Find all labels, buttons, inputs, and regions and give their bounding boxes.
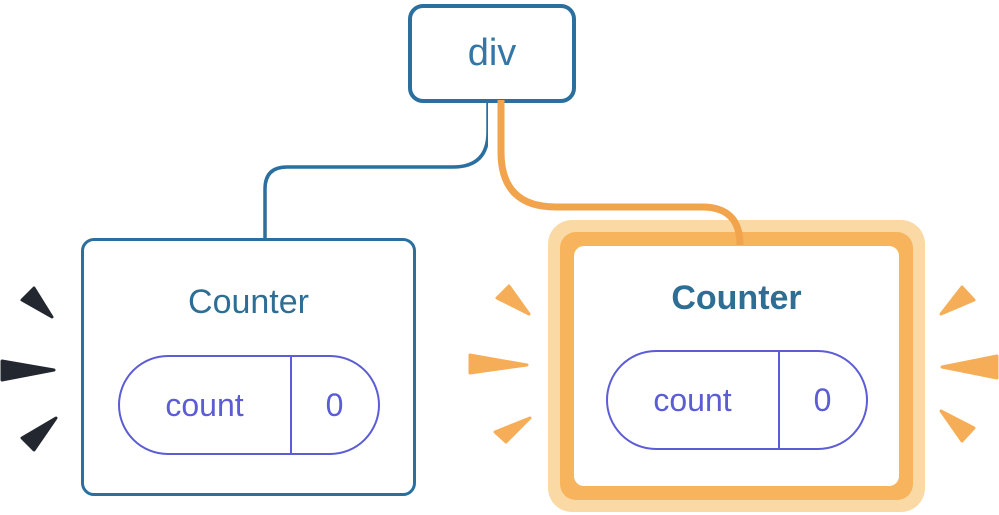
spark-icon (939, 285, 976, 316)
state-pill: count 0 (605, 350, 868, 450)
spark-icon (939, 409, 976, 443)
state-value: 0 (813, 381, 832, 418)
state-pill: count 0 (117, 355, 380, 455)
spark-icon (493, 416, 532, 444)
counter-title: Counter (671, 279, 802, 317)
spark-icon (495, 284, 531, 316)
state-value: 0 (325, 386, 344, 423)
spark-icon (0, 359, 56, 382)
counter-card-right-highlighted: Counter count 0 (548, 220, 925, 512)
spark-icon (20, 286, 54, 319)
root-div-label: div (467, 32, 517, 74)
spark-icon (468, 353, 529, 375)
spark-icon (940, 354, 999, 380)
counter-card-left: Counter count 0 (81, 238, 416, 496)
render-sparks-left-card (0, 286, 58, 452)
spark-icon (20, 416, 58, 452)
state-key-label: count (120, 357, 292, 453)
counter-title: Counter (188, 283, 309, 321)
counter-card-right-inner: Counter count 0 (574, 246, 899, 486)
state-key-label: count (608, 352, 780, 448)
edge-div-to-left-counter (263, 100, 490, 240)
highlight-ring: Counter count 0 (560, 232, 913, 500)
root-div-node: div (408, 4, 576, 103)
